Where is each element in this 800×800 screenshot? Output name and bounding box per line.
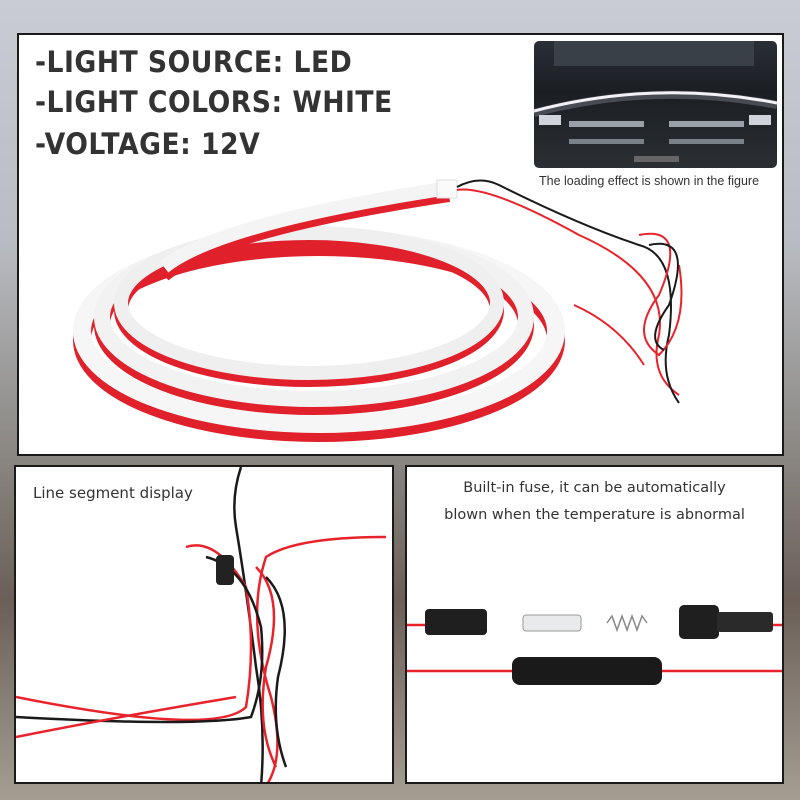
fuse-panel: Built-in fuse, it can be automatically b… <box>405 465 784 784</box>
spec-voltage: -VOLTAGE: 12V <box>35 127 261 161</box>
fuse-holder-left <box>425 609 487 635</box>
car-illustration <box>534 41 777 162</box>
led-strip-coil <box>73 179 683 442</box>
spec-light-source: -LIGHT SOURCE: LED <box>35 45 353 79</box>
glass-fuse <box>522 614 582 632</box>
spec-light-colors: -LIGHT COLORS: WHITE <box>35 85 393 119</box>
assembled-fuse-holder <box>512 657 662 685</box>
product-overview-panel: -LIGHT SOURCE: LED -LIGHT COLORS: WHITE … <box>17 33 784 456</box>
car-caption: The loading effect is shown in the figur… <box>539 174 760 188</box>
wire-bundle-illustration <box>16 467 387 782</box>
hood-led-line <box>534 91 777 113</box>
fuse-caption-line2: blown when the temperature is abnormal <box>444 507 745 523</box>
connector-plug <box>216 555 234 585</box>
fuse-caption-line1: Built-in fuse, it can be automatically <box>463 480 726 496</box>
car-hood-light-photo <box>534 41 777 168</box>
fuse-caption: Built-in fuse, it can be automatically b… <box>407 475 782 529</box>
line-segment-panel: Line segment display <box>14 465 394 784</box>
fuse-holder-illustration <box>407 605 782 685</box>
spring <box>606 613 648 633</box>
fuse-holder-right <box>679 605 719 639</box>
line-segment-caption: Line segment display <box>33 484 193 502</box>
